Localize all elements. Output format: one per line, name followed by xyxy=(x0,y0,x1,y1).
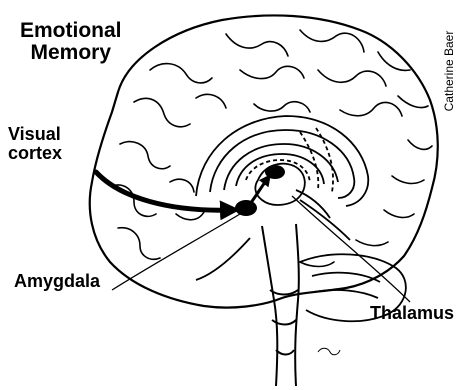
visual-cortex-label-line2: cortex xyxy=(8,144,62,163)
amygdala-leader-line xyxy=(112,214,240,290)
amygdala-structure xyxy=(235,200,257,216)
limbic-structures xyxy=(196,116,368,206)
amygdala-label: Amygdala xyxy=(14,272,100,291)
artist-mark xyxy=(318,348,340,355)
amygdala-thalamus-connection xyxy=(250,178,268,204)
diagram-title-line2: Memory xyxy=(20,42,122,64)
brain-outline xyxy=(90,15,438,307)
thalamus-label: Thalamus xyxy=(370,304,454,323)
visual-cortex-label-line1: Visual xyxy=(8,125,62,144)
visual-cortex-label: Visual cortex xyxy=(8,125,62,163)
artist-credit: Catherine Baer xyxy=(437,16,461,126)
cortex-folds xyxy=(112,30,432,267)
visual-pathway-arrow xyxy=(96,172,232,210)
artist-credit-text: Catherine Baer xyxy=(442,31,456,112)
diagram-title: Emotional Memory xyxy=(20,20,122,64)
brainstem xyxy=(262,224,299,386)
diagram-title-line1: Emotional xyxy=(20,20,122,42)
